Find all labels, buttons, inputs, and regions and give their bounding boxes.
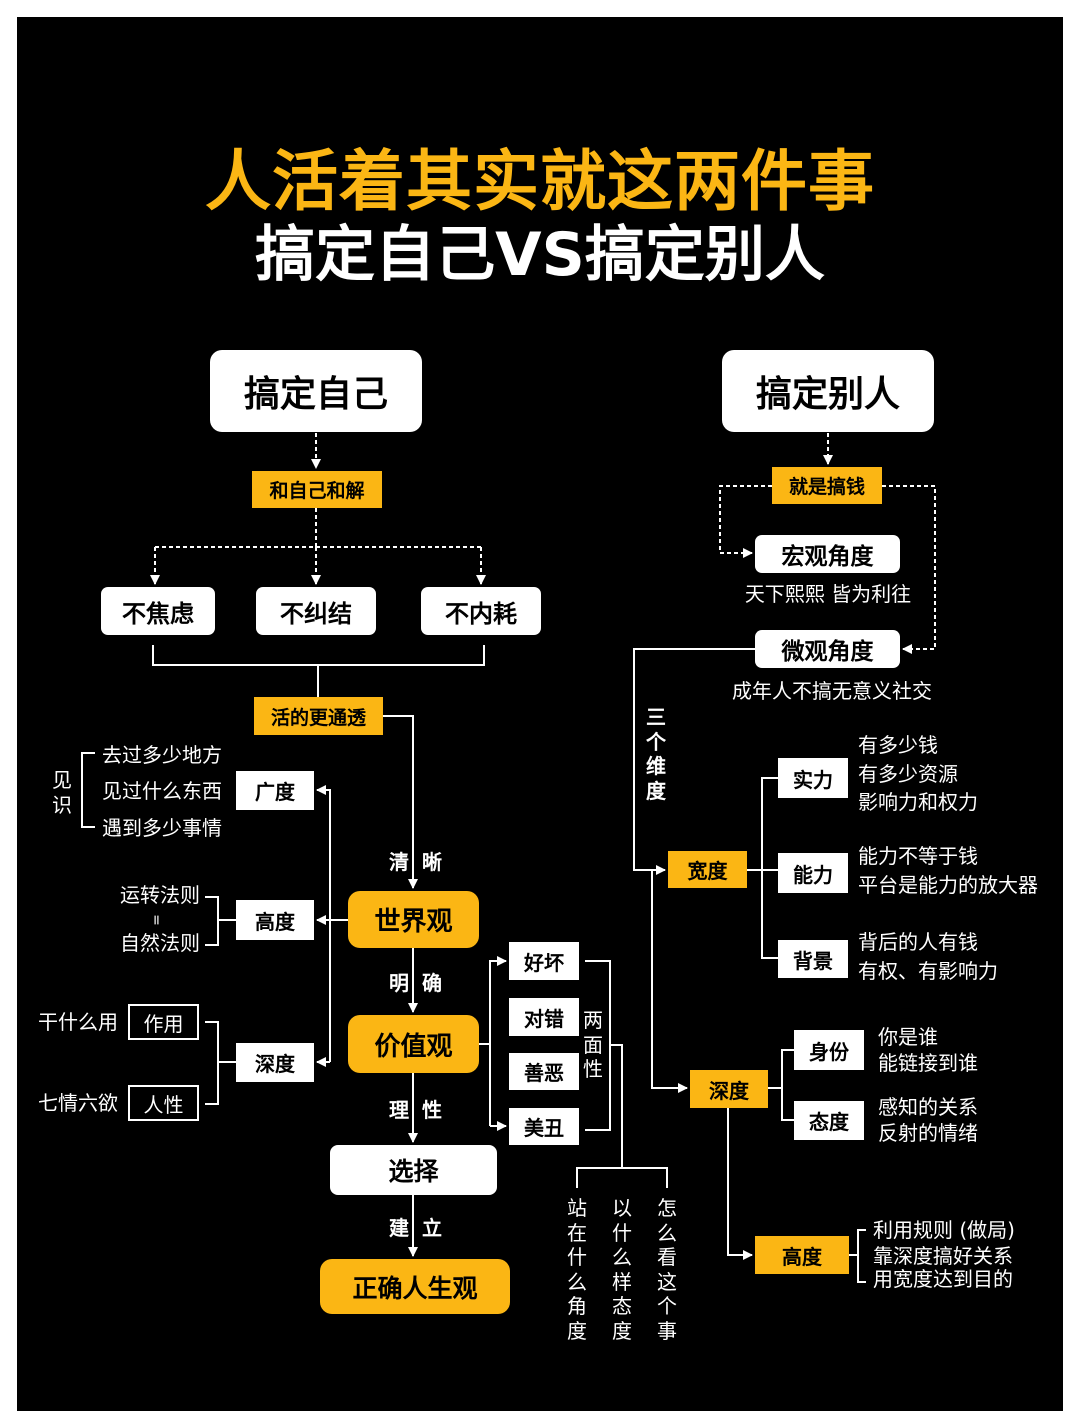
node-values: 价值观: [348, 1015, 479, 1073]
height-item: 运转法则: [120, 883, 200, 907]
detail-text: 有权、有影响力: [858, 959, 998, 983]
label-three-dimensions: 三个维度: [646, 705, 666, 803]
macro-desc: 天下熙熙 皆为利往: [744, 582, 912, 606]
label-insight: 见识: [52, 768, 72, 817]
breadth-item: 遇到多少事情: [102, 816, 222, 840]
node-no-tangle: 不纠结: [256, 587, 376, 635]
micro-desc: 成年人不搞无意义社交: [732, 679, 932, 703]
node-right-outlook: 正确人生观: [320, 1259, 510, 1314]
depth-desc: 干什么用: [38, 1010, 118, 1034]
node-live-clearer: 活的更通透: [254, 697, 383, 735]
height-item: 自然法则: [120, 931, 200, 955]
label-build-1: 建: [389, 1216, 409, 1240]
detail-text: 用宽度达到目的: [873, 1267, 1013, 1291]
node-others-depth: 深度: [690, 1070, 768, 1108]
label-rational-2: 性: [422, 1098, 442, 1122]
perspective-text: 以什么样态度: [612, 1196, 632, 1343]
detail-text: 有多少钱: [858, 733, 938, 757]
node-others-breadth: 宽度: [668, 851, 747, 888]
title-line-2: 搞定自己VS搞定别人: [255, 220, 825, 290]
node-depth: 深度: [236, 1043, 314, 1082]
label-definite-2: 确: [422, 971, 442, 995]
node-worldview: 世界观: [348, 891, 479, 948]
black-background: [17, 17, 1063, 1411]
node-macro: 宏观角度: [755, 535, 900, 573]
detail-text: 反射的情绪: [878, 1121, 978, 1145]
root-self: 搞定自己: [210, 350, 422, 432]
detail-text: 有多少资源: [858, 762, 958, 786]
node-others-height: 高度: [755, 1236, 849, 1274]
value-item: 美丑: [509, 1108, 579, 1145]
detail-text: 能链接到谁: [878, 1051, 978, 1075]
title-line-1: 人活着其实就这两件事: [205, 143, 875, 220]
node-no-anxiety: 不焦虑: [101, 587, 215, 635]
perspective-text: 怎么看这个事: [657, 1196, 677, 1343]
detail-text: 感知的关系: [878, 1095, 978, 1119]
breadth-item: 见过什么东西: [102, 779, 222, 803]
node-height: 高度: [236, 900, 314, 940]
detail-text: 你是谁: [878, 1025, 938, 1049]
value-item: 对错: [509, 998, 579, 1036]
node-micro: 微观角度: [755, 630, 900, 668]
perspective-text: 站在什么角度: [567, 1196, 587, 1343]
value-item: 好坏: [509, 942, 579, 980]
root-others: 搞定别人: [722, 350, 934, 432]
node-make-money: 就是搞钱: [772, 467, 882, 504]
node-choice: 选择: [330, 1145, 497, 1195]
node-identity: 身份: [794, 1030, 864, 1070]
node-background: 背景: [778, 940, 848, 978]
box-human-nature: 人性: [128, 1085, 199, 1121]
value-item: 善恶: [509, 1053, 579, 1090]
label-rational-1: 理: [389, 1098, 409, 1122]
label-build-2: 立: [422, 1216, 442, 1240]
label-clear-1: 清: [389, 850, 409, 874]
breadth-item: 去过多少地方: [102, 743, 222, 767]
detail-text: 背后的人有钱: [858, 930, 978, 954]
detail-text: 影响力和权力: [858, 790, 978, 814]
node-strength: 实力: [778, 758, 848, 798]
detail-text: 靠深度搞好关系: [873, 1244, 1013, 1268]
node-attitude: 态度: [794, 1101, 864, 1140]
detail-text: 能力不等于钱: [858, 844, 978, 868]
node-breadth: 广度: [236, 771, 314, 810]
detail-text: 平台是能力的放大器: [858, 873, 1038, 897]
equals-sign: =: [147, 914, 164, 926]
label-definite-1: 明: [389, 971, 409, 995]
box-function: 作用: [128, 1004, 199, 1040]
node-no-drain: 不内耗: [421, 587, 541, 635]
label-two-sides: 两面性: [583, 1008, 603, 1081]
node-ability: 能力: [778, 853, 848, 893]
label-clear-2: 晰: [422, 850, 442, 874]
detail-text: 利用规则 (做局): [873, 1218, 1015, 1242]
depth-desc: 七情六欲: [38, 1091, 118, 1115]
node-reconcile: 和自己和解: [252, 471, 382, 508]
